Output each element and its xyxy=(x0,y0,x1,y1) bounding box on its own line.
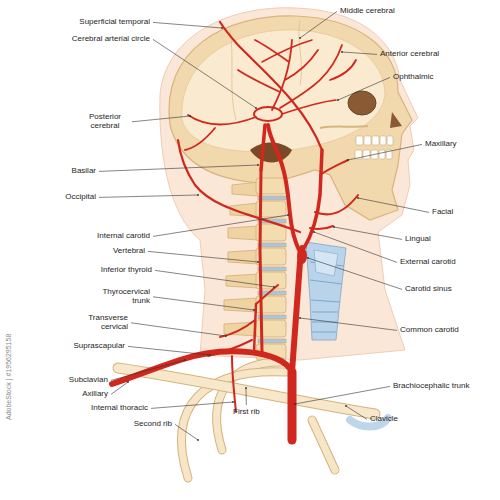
leader-dot xyxy=(341,51,343,53)
leader-dot xyxy=(221,27,223,29)
leader-line xyxy=(338,77,390,100)
leader-line xyxy=(132,116,190,122)
leader-line xyxy=(153,215,288,236)
arteries xyxy=(112,22,358,440)
part-label: Facial xyxy=(432,208,453,217)
leader-dot xyxy=(357,197,359,199)
part-label: Transverse cervical xyxy=(76,314,128,332)
part-label: Cerebral arterial circle xyxy=(72,35,150,44)
leader-line xyxy=(246,388,247,405)
part-label: Second rib xyxy=(134,420,172,429)
leader-line xyxy=(342,52,377,54)
part-label: Thyrocervical trunk xyxy=(94,288,150,306)
leader-dot xyxy=(209,354,211,356)
leader-line xyxy=(128,346,210,355)
leader-dot xyxy=(347,159,349,161)
leader-line xyxy=(308,258,402,289)
leader-dot xyxy=(245,387,247,389)
leader-line xyxy=(153,297,254,310)
part-label: Common carotid xyxy=(400,326,459,335)
leader-dot xyxy=(225,335,227,337)
leader-dot xyxy=(257,261,259,263)
part-label: Suprascapular xyxy=(73,342,125,351)
bones xyxy=(118,362,388,478)
watermark: AdobeStock | #1956295158 xyxy=(5,334,13,420)
head-silhouette xyxy=(160,8,418,360)
leader-line xyxy=(131,323,226,336)
part-label: Inferior thyroid xyxy=(101,266,152,275)
leader-dot xyxy=(337,99,339,101)
leader-line xyxy=(99,195,198,197)
zygomatic xyxy=(320,126,368,128)
orbit xyxy=(348,91,376,115)
leader-dot xyxy=(197,439,199,441)
leader-dot xyxy=(253,309,255,311)
leader-dot xyxy=(313,231,315,233)
skull xyxy=(169,16,412,220)
leader-dot xyxy=(189,115,191,117)
leader-line xyxy=(148,251,258,262)
leader-dot xyxy=(307,257,309,259)
leader-line xyxy=(175,424,198,440)
leader-dot xyxy=(127,381,129,383)
leader-line xyxy=(153,22,222,28)
leader-dot xyxy=(197,194,199,196)
part-label: Internal thoracic xyxy=(91,404,148,413)
leader-line xyxy=(151,402,233,408)
leader-line xyxy=(346,406,367,419)
leader-dot xyxy=(345,405,347,407)
part-label: First rib xyxy=(233,408,260,417)
leader-line xyxy=(155,270,274,287)
leader-line xyxy=(153,39,256,108)
part-label: Occipital xyxy=(65,193,96,202)
nasal-cavity xyxy=(390,112,402,128)
leader-line xyxy=(295,386,390,404)
leader-line xyxy=(334,227,402,239)
part-label: Middle cerebral xyxy=(340,7,395,16)
leader-dot xyxy=(287,214,289,216)
leader-dot xyxy=(273,286,275,288)
part-label: Basilar xyxy=(72,167,96,176)
leader-line xyxy=(348,144,422,160)
part-label: Internal carotid xyxy=(97,232,150,241)
leader-dot xyxy=(299,317,301,319)
leader-dot xyxy=(294,403,296,405)
leader-dot xyxy=(255,107,257,109)
part-label: Ophthalmic xyxy=(393,73,433,82)
part-label: Anterior cerebral xyxy=(380,50,439,59)
leader-dot xyxy=(232,401,234,403)
teeth xyxy=(355,136,393,159)
part-label: Subclavian xyxy=(69,376,108,385)
leader-dot xyxy=(299,37,301,39)
leader-dot xyxy=(184,359,186,361)
leader-line xyxy=(99,165,258,171)
leader-line xyxy=(358,198,429,212)
leader-line xyxy=(111,382,128,394)
leader-line xyxy=(314,232,397,262)
leader-line xyxy=(300,318,397,330)
part-label: Clavicle xyxy=(370,415,398,424)
part-label: Superficial temporal xyxy=(79,18,150,27)
part-label: External carotid xyxy=(400,258,456,267)
larynx xyxy=(306,242,346,340)
part-label: Lingual xyxy=(405,235,431,244)
part-label: Brachiocephalic trunk xyxy=(393,382,469,391)
part-label: Carotid sinus xyxy=(405,285,452,294)
leader-dot xyxy=(333,226,335,228)
leader-dot xyxy=(257,164,259,166)
part-label: Axillary xyxy=(82,390,108,399)
suture xyxy=(230,20,302,120)
part-label: Vertebral xyxy=(113,247,145,256)
skull-base xyxy=(250,143,292,163)
part-label: Maxillary xyxy=(425,140,457,149)
part-label: Posterior cerebral xyxy=(81,113,129,131)
leader-line xyxy=(111,360,185,380)
leader-line xyxy=(300,11,337,38)
